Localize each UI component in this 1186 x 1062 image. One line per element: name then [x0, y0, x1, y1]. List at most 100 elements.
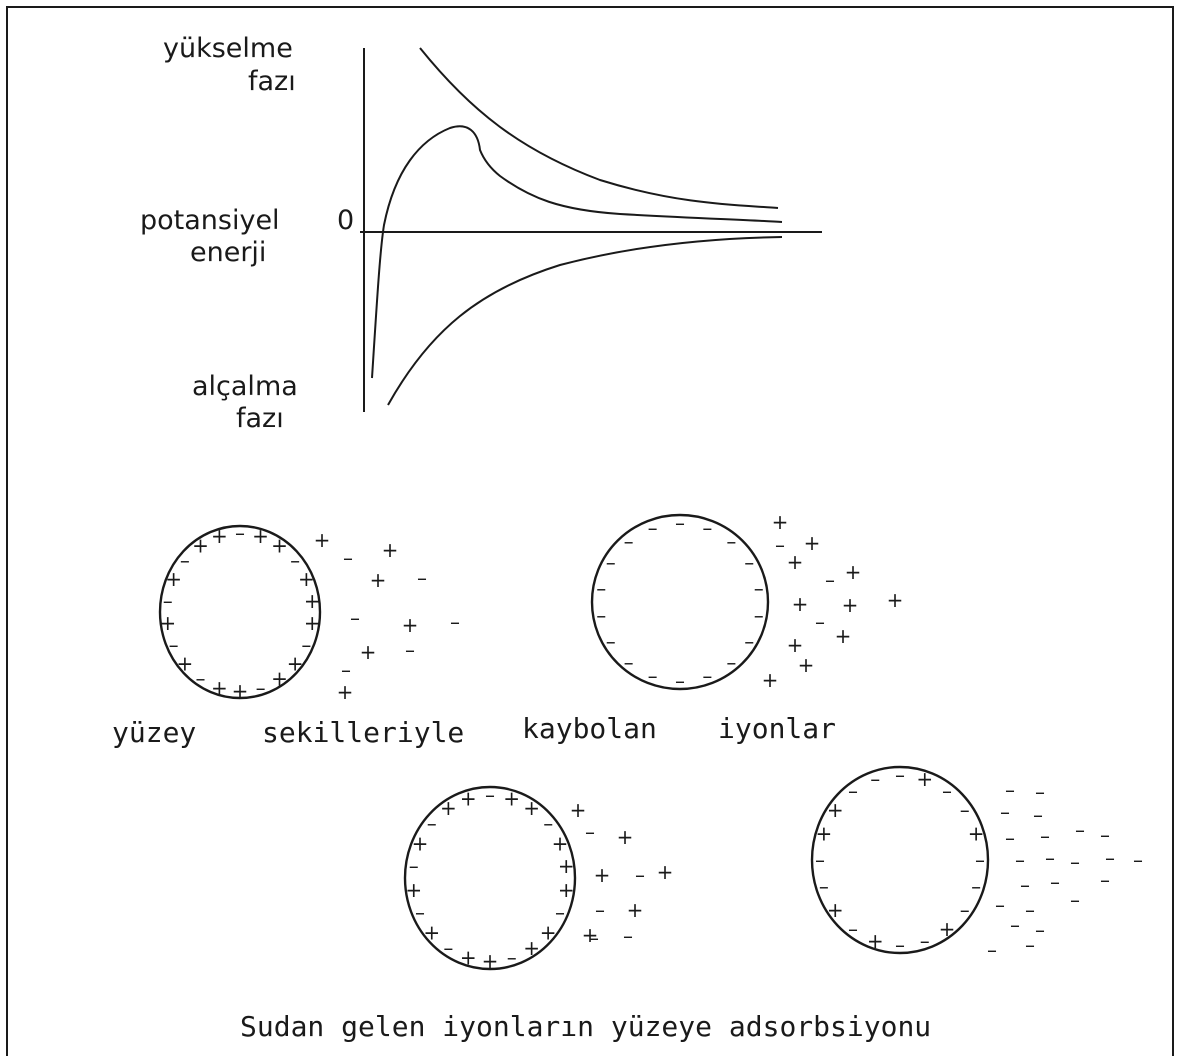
- negative-charge: –: [1133, 848, 1143, 872]
- positive-charge: +: [423, 920, 440, 944]
- negative-charge: –: [450, 610, 460, 634]
- negative-charge: –: [1025, 898, 1035, 922]
- positive-charge: +: [540, 920, 557, 944]
- negative-charge: –: [415, 900, 425, 924]
- negative-charge: –: [1025, 933, 1035, 957]
- caption-bottom: Sudan gelen iyonların yüzeye adsorbsiyon…: [240, 1010, 931, 1043]
- particle-outline: [592, 515, 768, 689]
- positive-charge: +: [360, 640, 377, 664]
- negative-charge: –: [1070, 850, 1080, 874]
- negative-charge: –: [648, 664, 658, 688]
- positive-charge: +: [314, 528, 331, 552]
- positive-charge: +: [370, 568, 387, 592]
- caption-word-iyonlar: iyonlar: [718, 712, 836, 745]
- positive-charge: +: [617, 825, 634, 849]
- positive-charge: +: [304, 589, 321, 613]
- positive-charge: +: [968, 822, 985, 846]
- negative-charge: –: [409, 854, 419, 878]
- negative-charge: –: [341, 658, 351, 682]
- negative-charge: –: [726, 529, 736, 553]
- positive-charge: +: [337, 680, 354, 704]
- negative-charge: –: [1020, 873, 1030, 897]
- positive-charge: +: [271, 666, 288, 690]
- positive-charge: +: [787, 550, 804, 574]
- positive-charge: +: [916, 767, 933, 791]
- negative-charge: –: [1040, 824, 1050, 848]
- negative-charge: –: [1070, 888, 1080, 912]
- positive-charge: +: [845, 560, 862, 584]
- negative-charge: –: [256, 676, 266, 700]
- positive-charge: +: [523, 936, 540, 960]
- positive-charge: +: [867, 929, 884, 953]
- positive-charge: +: [523, 796, 540, 820]
- positive-charge: +: [503, 786, 520, 810]
- negative-charge: –: [987, 938, 997, 962]
- negative-charge: –: [1100, 868, 1110, 892]
- positive-charge: +: [159, 611, 176, 635]
- caption-word-yuzey: yüzey: [112, 716, 196, 749]
- negative-charge: –: [596, 604, 606, 628]
- positive-charge: +: [804, 531, 821, 555]
- positive-charge: +: [298, 567, 315, 591]
- positive-charge: +: [271, 534, 288, 558]
- negative-charge: –: [920, 929, 930, 953]
- negative-charge: –: [895, 933, 905, 957]
- negative-charge: –: [819, 874, 829, 898]
- negative-charge: –: [1005, 778, 1015, 802]
- positive-charge: +: [382, 538, 399, 562]
- positive-charge: +: [772, 510, 789, 534]
- particle-mixed-2: –++–+++–++–++–+–+–+–++ +–++–+–+–+–: [405, 783, 673, 973]
- negative-charge: –: [975, 848, 985, 872]
- negative-charge: –: [775, 533, 785, 557]
- negative-charge: –: [971, 874, 981, 898]
- positive-charge: +: [232, 679, 249, 703]
- negative-charge: –: [196, 666, 206, 690]
- particle-mixed-1: –++–+++–++–++–+–+–+–++ +–++––+–+––+: [159, 521, 460, 704]
- negative-charge: –: [635, 863, 645, 887]
- negative-charge: –: [443, 936, 453, 960]
- positive-charge: +: [835, 624, 852, 648]
- negative-charge: –: [1035, 918, 1045, 942]
- negative-charge: –: [995, 893, 1005, 917]
- negative-charge: –: [427, 812, 437, 836]
- positive-charge: +: [211, 524, 228, 548]
- positive-charge: +: [558, 878, 575, 902]
- negative-charge: –: [596, 576, 606, 600]
- negative-charge: –: [1015, 848, 1025, 872]
- positive-charge: +: [827, 798, 844, 822]
- negative-charge: –: [485, 783, 495, 807]
- positive-charge: +: [792, 592, 809, 616]
- negative-charge: –: [744, 551, 754, 575]
- positive-charge: +: [304, 611, 321, 635]
- negative-charge: –: [960, 798, 970, 822]
- negative-charge: –: [1035, 780, 1045, 804]
- negative-charge: –: [895, 763, 905, 787]
- negative-charge: –: [595, 898, 605, 922]
- positive-charge: +: [816, 822, 833, 846]
- negative-charge: –: [623, 924, 633, 948]
- negative-charge: –: [754, 604, 764, 628]
- negative-charge: –: [848, 779, 858, 803]
- negative-charge: –: [815, 848, 825, 872]
- negative-charge: –: [702, 516, 712, 540]
- positive-charge: +: [570, 798, 587, 822]
- negative-charge: –: [350, 606, 360, 630]
- negative-charge: –: [405, 638, 415, 662]
- positive-charge: +: [440, 796, 457, 820]
- negative-charge: –: [702, 664, 712, 688]
- negative-charge: –: [726, 651, 736, 675]
- negative-charge: –: [960, 898, 970, 922]
- negative-charge: –: [507, 946, 517, 970]
- negative-charge: –: [1000, 800, 1010, 824]
- positive-charge: +: [482, 949, 499, 973]
- negative-charge: –: [163, 589, 173, 613]
- negative-charge: –: [169, 633, 179, 657]
- negative-charge: –: [848, 917, 858, 941]
- positive-charge: +: [657, 860, 674, 884]
- negative-charge: –: [606, 630, 616, 654]
- negative-charge: –: [1010, 913, 1020, 937]
- negative-charge: –: [624, 529, 634, 553]
- positive-charge: +: [762, 668, 779, 692]
- particle-outline: [812, 767, 988, 953]
- negative-charge: –: [1075, 818, 1085, 842]
